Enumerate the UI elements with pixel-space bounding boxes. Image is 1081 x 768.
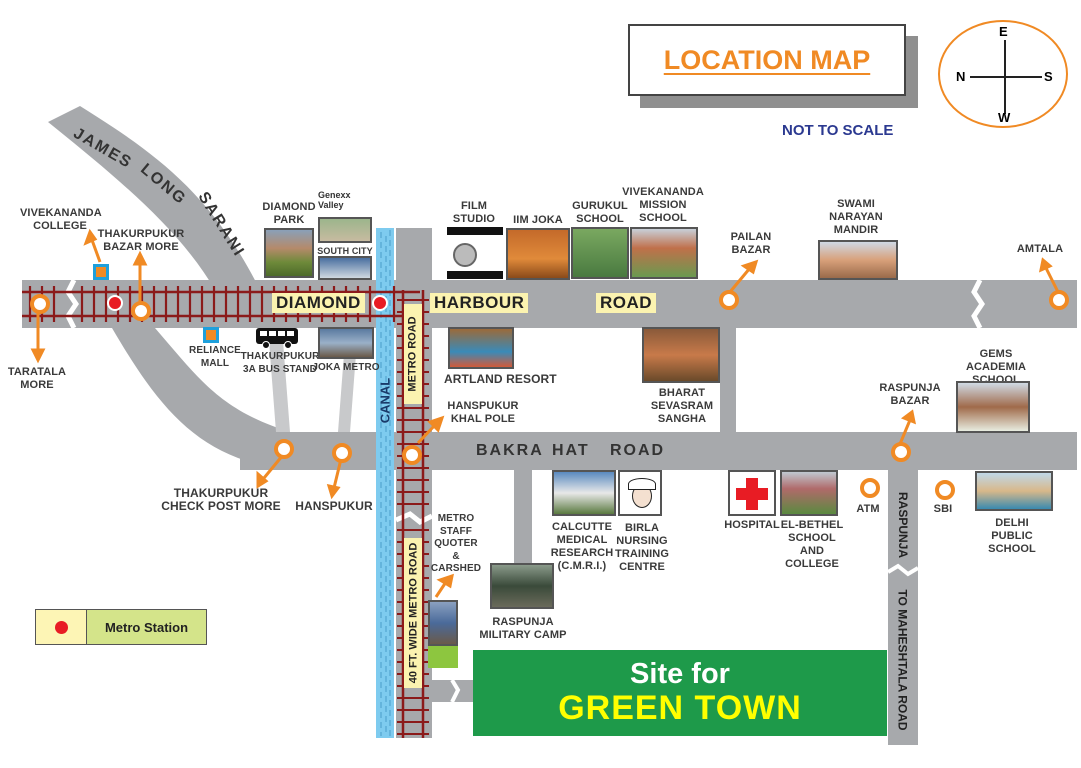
page-title: LOCATION MAP bbox=[663, 44, 871, 75]
delhi-public-school-photo bbox=[975, 471, 1053, 511]
artland-resort-photo bbox=[448, 327, 514, 369]
label-gurukul-school: GURUKUL SCHOOL bbox=[572, 200, 628, 225]
el-bethel-photo bbox=[780, 470, 838, 516]
label-birla-nursing: BIRLA NURSING TRAINING CENTRE bbox=[615, 522, 669, 573]
vivekananda-mission-photo bbox=[630, 227, 698, 279]
road-label-diamond: DIAMOND bbox=[272, 293, 365, 313]
label-swami-narayan-mandir: SWAMI NARAYAN MANDIR bbox=[829, 198, 883, 236]
genexx-valley-photo bbox=[318, 217, 372, 243]
label-atm: ATM bbox=[856, 503, 880, 515]
label-film-studio: FILM STUDIO bbox=[452, 200, 496, 225]
gems-academia-photo bbox=[956, 381, 1030, 433]
wide-metro-road-label: 40 FT. WIDE METRO ROAD bbox=[404, 538, 422, 688]
stop-thakurpukur-bazar[interactable] bbox=[131, 301, 151, 321]
label-el-bethel: EL-BETHEL SCHOOL AND COLLEGE bbox=[780, 519, 844, 570]
raspunja-military-camp-photo bbox=[490, 563, 554, 609]
canal-label: CANAL bbox=[377, 377, 393, 423]
maheshtala-road-label: TO MAHESHTALA ROAD bbox=[896, 589, 911, 731]
stop-thakurpukur-check-post[interactable] bbox=[274, 439, 294, 459]
iim-joka-photo bbox=[506, 228, 570, 280]
site-line2: GREEN TOWN bbox=[558, 689, 802, 727]
raspunja-road bbox=[888, 470, 918, 745]
label-vivekananda-college: VIVEKANANDA COLLEGE bbox=[20, 207, 102, 232]
compass-n: N bbox=[956, 69, 966, 84]
road-label-hat: HAT bbox=[552, 442, 590, 459]
genexx-valley-logo: Genexx Valley bbox=[318, 190, 351, 210]
title-box: LOCATION MAP bbox=[628, 24, 906, 96]
label-south-city: SOUTH CITY bbox=[317, 246, 373, 256]
site-line1: Site for bbox=[630, 658, 730, 690]
road-label-harbour: HARBOUR bbox=[430, 293, 529, 313]
label-hanspukur: HANSPUKUR bbox=[295, 499, 373, 513]
bus-icon bbox=[256, 328, 298, 349]
vivekananda-college-marker[interactable] bbox=[93, 264, 109, 280]
legend-swatch bbox=[36, 610, 87, 644]
label-cmri: CALCUTTE MEDICAL RESEARCH (C.M.R.I.) bbox=[550, 521, 614, 572]
reliance-mall-marker[interactable] bbox=[203, 327, 219, 343]
label-bus-stand: THAKURPUKUR 3A BUS STAND bbox=[240, 351, 320, 375]
stop-atm[interactable] bbox=[860, 478, 880, 498]
cmri-photo bbox=[552, 470, 616, 516]
legend: Metro Station bbox=[35, 609, 207, 645]
label-raspunja-bazar: RASPUNJA BAZAR bbox=[879, 382, 941, 407]
label-raspunja-military-camp: RASPUNJA MILITARY CAMP bbox=[479, 616, 567, 641]
road-label-road: ROAD bbox=[596, 293, 657, 313]
label-sbi: SBI bbox=[933, 503, 953, 515]
label-pailan-bazar: PAILAN BAZAR bbox=[730, 231, 772, 256]
metro-station-legend-icon bbox=[54, 620, 68, 634]
metro-road-label: METRO ROAD bbox=[404, 304, 422, 404]
diamond-harbour-road bbox=[22, 280, 1077, 328]
stop-sbi[interactable] bbox=[935, 480, 955, 500]
compass-e: E bbox=[999, 24, 1008, 39]
label-metro-staff-quoter: METRO STAFF QUOTER & CARSHED bbox=[430, 513, 482, 574]
compass-w: W bbox=[998, 110, 1011, 125]
stop-amtala[interactable] bbox=[1049, 290, 1069, 310]
south-city-photo bbox=[318, 256, 372, 280]
hospital-icon bbox=[728, 470, 776, 516]
raspunja-road-label: RASPUNJA bbox=[896, 491, 911, 559]
label-diamond-park: DIAMOND PARK bbox=[262, 201, 316, 226]
label-iim-joka: IIM JOKA bbox=[513, 214, 563, 226]
metro-station-diamond[interactable] bbox=[372, 295, 388, 311]
label-bharat-sevasram: BHARAT SEVASRAM SANGHA bbox=[650, 387, 714, 425]
metro-carshed-photo bbox=[428, 600, 458, 646]
label-hanspukur-khal-pole: HANSPUKUR KHAL POLE bbox=[447, 400, 519, 425]
metro-carshed-area bbox=[428, 646, 458, 668]
stop-raspunja-bazar[interactable] bbox=[891, 442, 911, 462]
site-for-green-town[interactable]: Site for GREEN TOWN bbox=[473, 650, 887, 736]
label-vivekananda-mission-school: VIVEKANANDA MISSION SCHOOL bbox=[622, 186, 704, 224]
film-studio-icon bbox=[447, 227, 503, 279]
compass: E N S W bbox=[938, 20, 1068, 128]
label-joka-metro: JOKA METRO bbox=[312, 362, 380, 373]
james-long-sarani-road bbox=[48, 106, 260, 290]
label-thakurpukur-check-post: THAKURPUKUR CHECK POST MORE bbox=[161, 486, 281, 513]
birla-nursing-icon bbox=[618, 470, 662, 516]
swami-narayan-mandir-photo bbox=[818, 240, 898, 280]
compass-s: S bbox=[1044, 69, 1053, 84]
stop-hanspukur-khal-pole[interactable] bbox=[402, 445, 422, 465]
label-amtala: AMTALA bbox=[1016, 243, 1064, 255]
stop-taratala[interactable] bbox=[30, 294, 50, 314]
label-artland-resort: ARTLAND RESORT bbox=[444, 372, 557, 386]
label-hospital: HOSPITAL bbox=[724, 519, 780, 531]
legend-metro-station-label: Metro Station bbox=[87, 610, 206, 644]
joka-metro-photo bbox=[318, 327, 374, 359]
stop-hanspukur[interactable] bbox=[332, 443, 352, 463]
label-delhi-public-school: DELHI PUBLIC SCHOOL bbox=[988, 517, 1036, 555]
label-taratala-more: TARATALA MORE bbox=[7, 366, 67, 391]
not-to-scale-note: NOT TO SCALE bbox=[782, 122, 894, 139]
metro-station-thakurpukur[interactable] bbox=[107, 295, 123, 311]
label-thakurpukur-bazar-more: THAKURPUKUR BAZAR MORE bbox=[97, 228, 185, 253]
road-label-bakra: BAKRA bbox=[476, 442, 544, 459]
bharat-sevasram-photo bbox=[642, 327, 720, 383]
gurukul-school-photo bbox=[571, 227, 629, 279]
stop-pailan-bazar[interactable] bbox=[719, 290, 739, 310]
label-reliance-mall: RELIANCE MALL bbox=[189, 345, 241, 369]
road-label-road-2: ROAD bbox=[610, 442, 666, 459]
diamond-park-photo bbox=[264, 228, 314, 278]
